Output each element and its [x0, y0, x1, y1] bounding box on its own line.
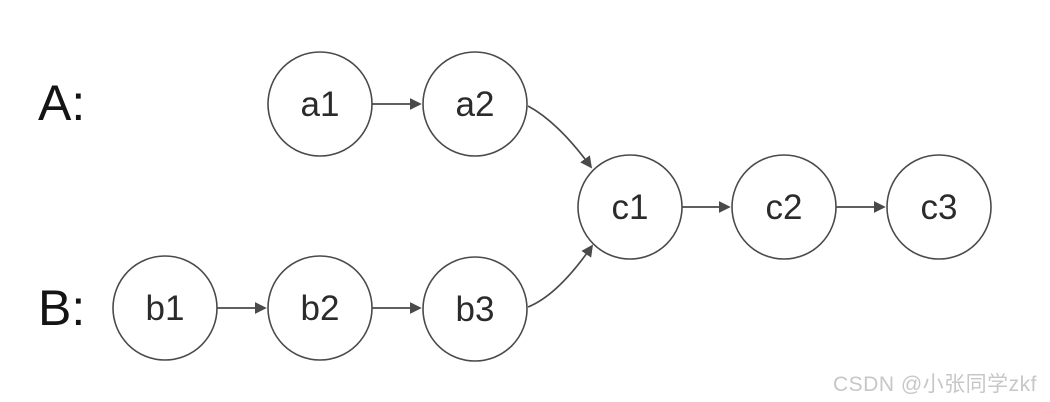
node-c1: c1	[577, 154, 683, 260]
node-b2: b2	[267, 255, 373, 361]
node-a2-label: a2	[456, 85, 495, 124]
node-b1-circle	[112, 255, 218, 361]
node-b3: b3	[422, 256, 528, 362]
edge-a2-c1	[527, 105, 593, 169]
node-c2-circle	[731, 154, 837, 260]
node-c1-label: c1	[612, 188, 649, 227]
node-b2-circle	[267, 255, 373, 361]
node-c3: c3	[886, 154, 992, 260]
node-c3-circle	[886, 154, 992, 260]
list-a-label: A:	[38, 75, 85, 131]
node-b3-circle	[422, 256, 528, 362]
node-a1: a1	[267, 51, 373, 157]
list-b-label: B:	[38, 280, 85, 336]
node-a2-circle	[422, 51, 528, 157]
edge-b3-c1	[527, 244, 594, 308]
node-c1-circle	[577, 154, 683, 260]
node-c3-label: c3	[921, 188, 958, 227]
node-c2: c2	[731, 154, 837, 260]
node-a2: a2	[422, 51, 528, 157]
node-c2-label: c2	[766, 188, 803, 227]
csdn-watermark: CSDN @小张同学zkf	[833, 373, 1037, 396]
node-b2-label: b2	[301, 289, 340, 328]
node-a1-circle	[267, 51, 373, 157]
node-b3-label: b3	[456, 290, 495, 329]
node-a1-label: a1	[301, 85, 340, 124]
node-b1-label: b1	[146, 289, 185, 328]
node-b1: b1	[112, 255, 218, 361]
